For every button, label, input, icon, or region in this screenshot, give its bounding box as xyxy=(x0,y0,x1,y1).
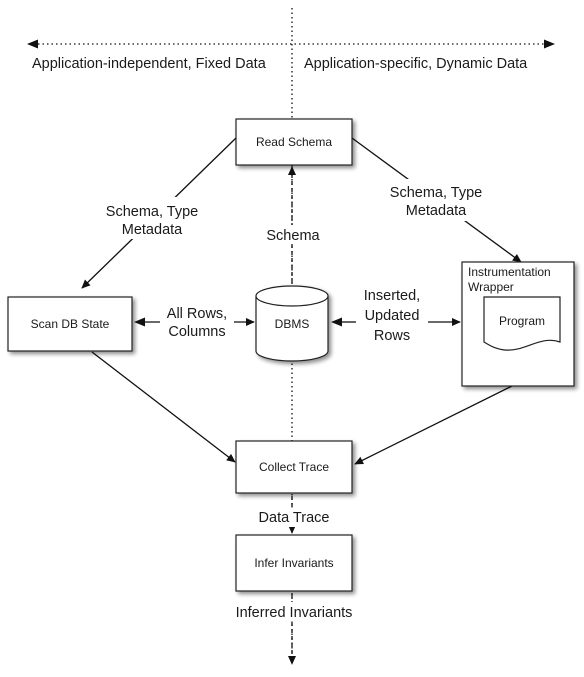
program-document-icon: Program xyxy=(483,296,561,351)
infer-invariants-node: Infer Invariants xyxy=(235,534,353,592)
edge-label-all-rows-line1: All Rows, xyxy=(167,306,227,322)
scan-db-state-node: Scan DB State xyxy=(7,296,133,352)
edge-label-schema-type-metadata-left-line2: Metadata xyxy=(122,222,183,238)
read-schema-node: Read Schema xyxy=(235,118,353,166)
edge-label-schema-type-metadata-left-line1: Schema, Type xyxy=(106,204,198,220)
scan-db-state-label: Scan DB State xyxy=(31,317,110,331)
edge-scan-to-collect-trace xyxy=(91,351,236,463)
dbms-label: DBMS xyxy=(275,317,310,331)
edge-label-inserted-line3: Rows xyxy=(374,328,410,344)
arrow-left-small-icon xyxy=(134,317,145,327)
arrow-right-icon xyxy=(544,39,555,49)
header-left-label: Application-independent, Fixed Data xyxy=(32,56,267,72)
infer-invariants-label: Infer Invariants xyxy=(254,556,333,570)
wrapper-label-line2: Wrapper xyxy=(468,280,514,294)
edge-label-schema: Schema xyxy=(266,228,320,244)
edge-label-inserted-line1: Inserted, xyxy=(364,288,420,304)
dbms-database-icon xyxy=(255,285,329,362)
edge-label-schema-type-metadata-right-line2: Metadata xyxy=(406,203,467,219)
header-right-label: Application-specific, Dynamic Data xyxy=(304,56,528,72)
arrow-left-icon xyxy=(27,39,38,49)
edge-label-data-trace: Data Trace xyxy=(259,510,330,526)
edge-label-schema-type-metadata-right-line1: Schema, Type xyxy=(390,185,482,201)
arrow-left-small-icon xyxy=(331,317,342,327)
wrapper-label-line1: Instrumentation xyxy=(468,265,551,279)
read-schema-label: Read Schema xyxy=(256,135,332,149)
program-label: Program xyxy=(499,314,545,328)
edge-label-inferred-invariants: Inferred Invariants xyxy=(236,605,353,621)
collect-trace-node: Collect Trace xyxy=(235,440,353,494)
edge-label-all-rows-line2: Columns xyxy=(168,324,225,340)
edge-wrapper-to-collect-trace xyxy=(354,385,513,465)
collect-trace-label: Collect Trace xyxy=(259,460,329,474)
edge-label-inserted-line2: Updated xyxy=(365,308,420,324)
